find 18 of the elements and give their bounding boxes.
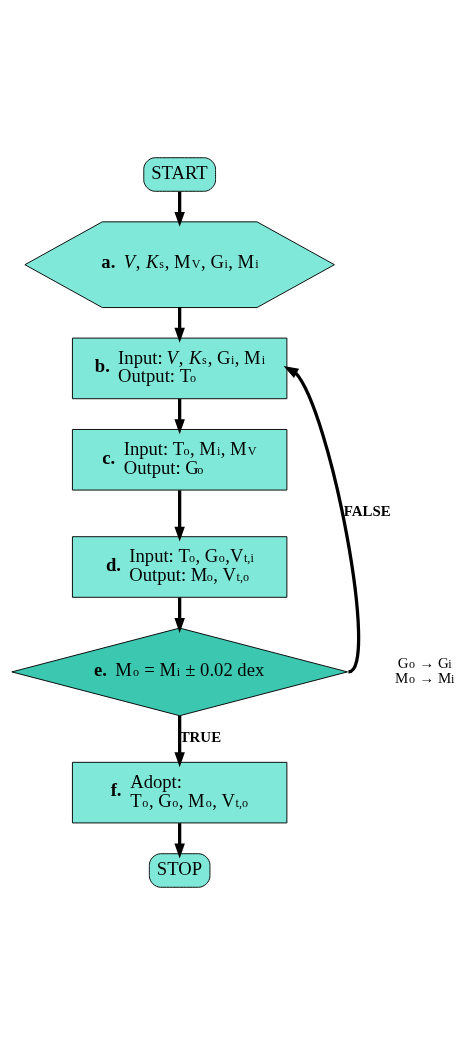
edge-label: TRUE [179, 728, 222, 745]
node-box: c. Input: To, Mi, MV Output: Go [71, 429, 288, 491]
arrow [174, 490, 185, 542]
label: Mo → Mi [395, 669, 455, 686]
arrow [174, 191, 185, 227]
arrow [174, 597, 185, 633]
node-diamond: e. Mo = Mi ± 0.02 dex [11, 627, 348, 717]
node-box: STOP [148, 853, 211, 888]
node-box: START [143, 157, 217, 192]
node-box: d. Input: To, Go,Vt,i Output: Mo, Vt,o [71, 536, 288, 598]
label: Go → Gi [397, 654, 452, 671]
arrow [174, 307, 185, 343]
arrow [283, 365, 361, 674]
arrow [174, 823, 185, 859]
arrow [174, 715, 185, 768]
node-box: b. Input: V, Ks, Gi, Mi Output: To [71, 337, 288, 400]
arrow [174, 398, 185, 435]
edge-label: FALSE [343, 503, 391, 519]
